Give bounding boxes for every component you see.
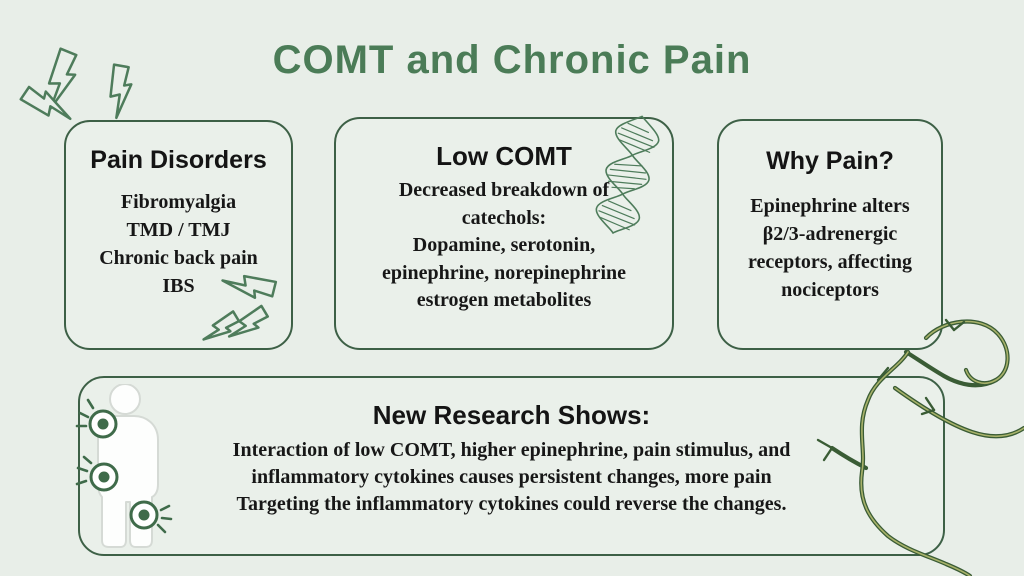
card-low-comt: Low COMT Decreased breakdown of catechol… xyxy=(334,117,674,350)
card-line: TMD / TMJ xyxy=(126,219,231,241)
card-line: nociceptors xyxy=(781,279,879,301)
page-title: COMT and Chronic Pain xyxy=(272,38,752,82)
card-line: Decreased breakdown of xyxy=(398,179,610,201)
card-why-pain: Why Pain? Epinephrine alters β2/3-adrene… xyxy=(717,119,943,350)
card-heading: Pain Disorders xyxy=(90,146,267,174)
card-line: catechols: xyxy=(461,206,547,229)
card-line: Targeting the inflammatory cytokines cou… xyxy=(236,493,787,515)
card-line: inflammatory cytokines causes persistent… xyxy=(251,466,772,488)
card-heading: Low COMT xyxy=(436,141,572,171)
card-line: Epinephrine alters xyxy=(750,195,910,217)
card-heading: Why Pain? xyxy=(766,147,894,175)
card-heading: New Research Shows: xyxy=(372,400,651,430)
card-line: epinephrine, norepinephrine xyxy=(381,261,627,284)
card-line: Interaction of low COMT, higher epinephr… xyxy=(232,439,791,461)
card-pain-disorders: Pain Disorders Fibromyalgia TMD / TMJ Ch… xyxy=(64,120,293,350)
card-line: IBS xyxy=(162,275,195,297)
card-new-research: New Research Shows: Interaction of low C… xyxy=(78,376,945,556)
card-line: β2/3-adrenergic xyxy=(762,223,898,245)
card-line: Dopamine, serotonin, xyxy=(412,234,596,256)
card-line: receptors, affecting xyxy=(747,251,912,273)
card-line: Fibromyalgia xyxy=(120,191,237,213)
card-line: Chronic back pain xyxy=(99,247,258,269)
card-line: estrogen metabolites xyxy=(416,289,592,311)
